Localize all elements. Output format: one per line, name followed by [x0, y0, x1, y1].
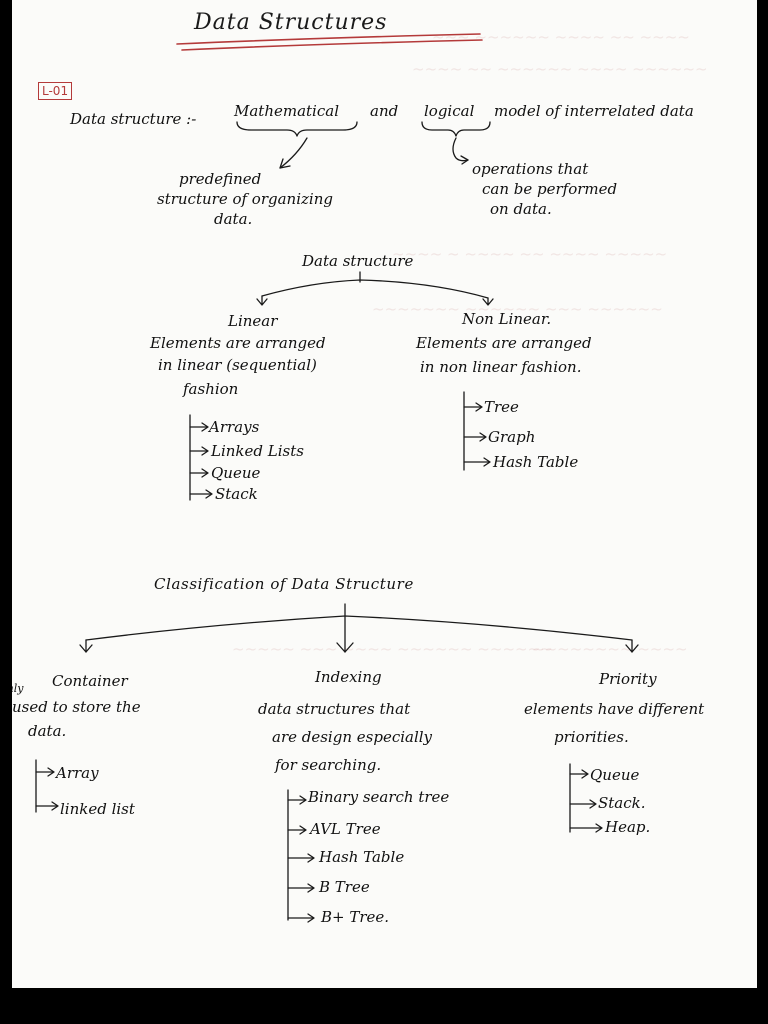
- title-underline: [181, 39, 483, 51]
- predefined-note-line: structure of organizing: [157, 190, 333, 208]
- lecture-tag: L-01: [38, 82, 73, 100]
- nonlinear-desc: Elements are arranged: [416, 334, 592, 352]
- nonlinear-desc: in non linear fashion.: [420, 358, 582, 376]
- linear-desc: Elements are arranged: [150, 334, 326, 352]
- tree1-branch: [261, 279, 489, 299]
- container-item: linked list: [60, 800, 135, 818]
- linear-desc: in linear (sequential): [158, 356, 317, 374]
- indexing-item: B+ Tree.: [321, 908, 390, 926]
- indexing-desc: are design especially: [272, 728, 433, 746]
- definition-lead: Data structure :-: [70, 110, 197, 128]
- indexing-item: AVL Tree: [310, 820, 381, 838]
- nonlinear-item: Hash Table: [493, 453, 579, 471]
- indexing-desc: data structures that: [258, 700, 411, 718]
- brace-logical: [421, 121, 491, 137]
- priority-item: Queue: [590, 766, 640, 784]
- linear-item: Stack: [215, 485, 258, 503]
- container-edge-fragment: only: [12, 682, 24, 695]
- bleed-through: ~~~ ~~~~~~ ~~~~ ~~ ~~~~: [432, 28, 690, 46]
- linear-item: Linked Lists: [211, 442, 304, 460]
- nonlinear-item: Graph: [488, 428, 536, 446]
- page-title: Data Structures: [194, 10, 388, 35]
- title-underline: [176, 33, 481, 45]
- linear-desc: fashion: [183, 380, 239, 398]
- indexing-title: Indexing: [315, 668, 382, 686]
- indexing-desc: for searching.: [275, 756, 382, 774]
- bleed-through: ~~~~~ ~~~ ~~~~ ~~~~~~ ~~~~~~: [232, 640, 553, 658]
- tree2-root: Classification of Data Structure: [154, 575, 414, 593]
- arrow-to-operations: [452, 137, 469, 162]
- brace-mathematical: [236, 121, 358, 137]
- indexing-item: B Tree: [319, 878, 370, 896]
- tree1-root: Data structure: [302, 252, 414, 270]
- linear-item: Queue: [211, 464, 261, 482]
- container-title: Container: [52, 672, 128, 690]
- definition-logical: logical: [424, 102, 475, 120]
- arrow-to-predefined: [279, 137, 308, 169]
- indexing-item: Binary search tree: [308, 788, 450, 806]
- definition-rest: model of interrelated data: [494, 102, 694, 120]
- tree2-branch: [85, 615, 633, 641]
- bleed-through: ~~~~~~~ ~~~~~~ ~~~ ~~~~~~: [372, 300, 663, 318]
- diagram-strokes: [35, 33, 639, 923]
- nonlinear-item: Tree: [484, 398, 519, 416]
- definition-and: and: [370, 102, 399, 120]
- bleed-through: ~~~~ ~~ ~~~~~~ ~~~~ ~~~~~~: [412, 60, 708, 78]
- container-item: Array: [56, 764, 99, 782]
- predefined-note-line: data.: [214, 210, 253, 228]
- predefined-note-line: predefined: [179, 170, 262, 188]
- priority-item: Heap.: [605, 818, 651, 836]
- operations-note-line: operations that: [472, 160, 589, 178]
- priority-title: Priority: [599, 670, 657, 688]
- priority-desc: elements have different: [524, 700, 705, 718]
- nonlinear-title: Non Linear.: [462, 310, 552, 328]
- bleed-through: ~~~~ ~ ~~~~ ~~ ~~~~ ~~~~~: [392, 245, 668, 263]
- operations-note-line: on data.: [490, 200, 552, 218]
- linear-item: Arrays: [209, 418, 260, 436]
- priority-item: Stack.: [598, 794, 646, 812]
- definition-mathematical: Mathematical: [234, 102, 339, 120]
- operations-note-line: can be performed: [482, 180, 618, 198]
- priority-desc: priorities.: [554, 728, 629, 746]
- container-desc: data.: [28, 722, 67, 740]
- linear-title: Linear: [228, 312, 278, 330]
- notebook-page: ~~~ ~~~~~~ ~~~~ ~~ ~~~~ ~~~~ ~~ ~~~~~~ ~…: [12, 0, 757, 988]
- container-desc: used to store the: [12, 698, 141, 716]
- indexing-item: Hash Table: [319, 848, 405, 866]
- bleed-through: ~~~~~~~~ ~~~~: [532, 640, 688, 658]
